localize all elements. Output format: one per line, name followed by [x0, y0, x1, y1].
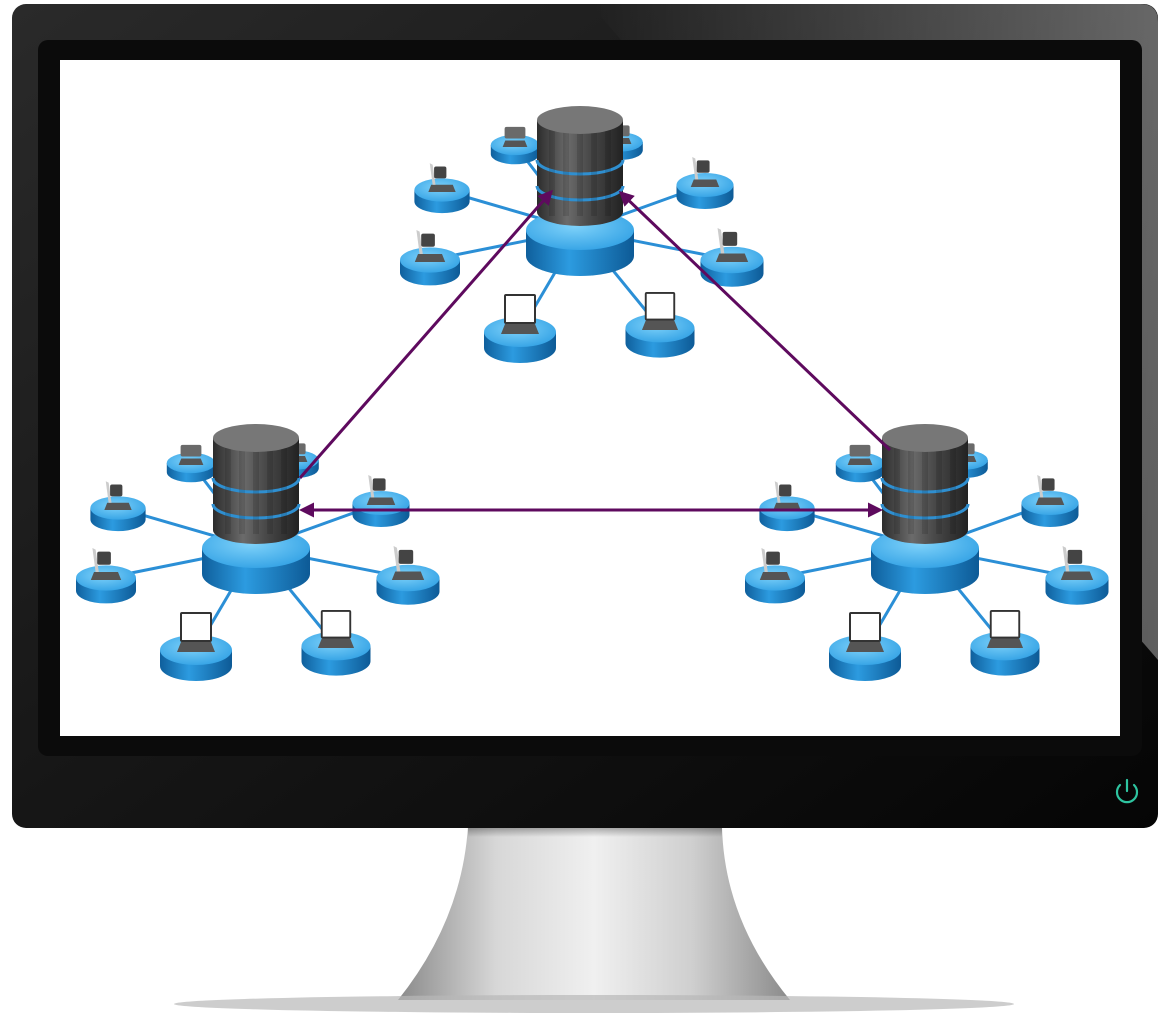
database-server-icon [211, 424, 301, 544]
laptop-icon [715, 228, 749, 262]
laptop-icon [501, 294, 539, 334]
laptop-icon [317, 610, 355, 648]
database-server-icon [880, 424, 970, 544]
laptop-icon [502, 126, 528, 147]
laptop-icon [428, 163, 456, 192]
client-node [970, 610, 1040, 676]
client-node [484, 294, 556, 363]
client-node [414, 163, 470, 214]
laptop-icon [759, 548, 791, 580]
laptop-icon [1060, 546, 1094, 580]
laptop-icon [414, 230, 446, 262]
laptop-icon [90, 548, 122, 580]
client-node [1045, 546, 1109, 605]
laptop-icon [178, 444, 204, 465]
laptop-icon [1035, 475, 1065, 505]
client-node [625, 292, 695, 358]
monitor-stand-shadow [468, 826, 722, 870]
client-node [90, 481, 146, 532]
laptop-icon [641, 292, 679, 330]
client-node [829, 612, 901, 681]
client-node [166, 444, 216, 483]
hub-right [745, 424, 1109, 681]
hubs-layer [76, 106, 1109, 681]
client-node [835, 444, 885, 483]
laptop-icon [846, 612, 884, 652]
connection-arrow [298, 189, 553, 479]
laptop-icon [177, 612, 215, 652]
laptop-icon [986, 610, 1024, 648]
database-server-icon [535, 106, 625, 226]
client-node [490, 126, 540, 165]
laptop-icon [847, 444, 873, 465]
client-node [160, 612, 232, 681]
client-node [376, 546, 440, 605]
connection-arrow [618, 190, 892, 452]
client-node [1021, 475, 1079, 527]
power-icon[interactable] [1115, 778, 1139, 804]
arrows-layer [298, 189, 892, 518]
client-node [301, 610, 371, 676]
client-node [745, 548, 805, 604]
hub-left [76, 424, 440, 681]
monitor-stand-base [174, 995, 1014, 1013]
laptop-icon [104, 481, 132, 510]
laptop-icon [366, 475, 396, 505]
laptop-icon [690, 157, 720, 187]
client-node [400, 230, 460, 286]
client-node [700, 228, 764, 287]
client-node [76, 548, 136, 604]
client-node [676, 157, 734, 210]
network-diagram [60, 106, 1120, 736]
laptop-icon [391, 546, 425, 580]
